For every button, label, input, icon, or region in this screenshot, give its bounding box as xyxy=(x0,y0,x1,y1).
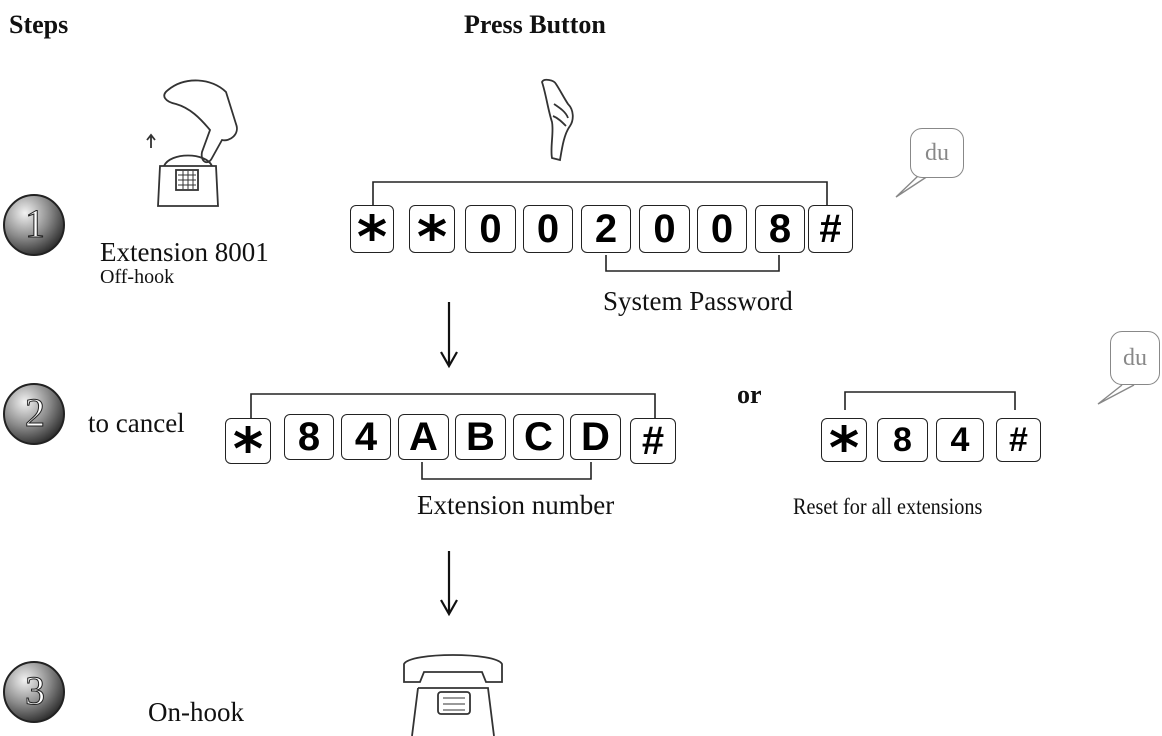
key-hash: # xyxy=(996,418,1041,462)
or-text: or xyxy=(737,380,762,409)
key-a: A xyxy=(398,414,449,460)
key-hash: # xyxy=(630,418,676,464)
key-d: D xyxy=(570,414,621,460)
hand-pointer-icon xyxy=(541,78,574,162)
step-3-circle-icon xyxy=(3,661,65,723)
key-0: 0 xyxy=(523,205,573,253)
steps-header: Steps xyxy=(9,10,69,39)
key-8: 8 xyxy=(755,205,805,253)
key-2: 2 xyxy=(581,205,631,253)
key-b: B xyxy=(455,414,506,460)
extension-number-label: Extension number xyxy=(417,490,615,520)
key-0: 0 xyxy=(465,205,516,253)
key-star: * xyxy=(225,418,271,478)
key-8: 8 xyxy=(284,414,334,460)
key-0: 0 xyxy=(697,205,747,253)
step-1-circle-icon xyxy=(3,194,65,256)
key-4: 4 xyxy=(341,414,391,460)
step-1-label: Extension 8001 xyxy=(100,237,269,267)
key-4: 4 xyxy=(936,418,984,462)
down-arrow-icon xyxy=(440,551,458,617)
speech-bubble-icon: du xyxy=(910,128,964,178)
step-3-label: On-hook xyxy=(148,697,244,727)
key-c: C xyxy=(513,414,564,460)
phone-onhook-icon xyxy=(403,654,503,736)
step-2-label: to cancel xyxy=(88,408,185,438)
key-star: * xyxy=(821,418,867,477)
step-2-circle-icon xyxy=(3,383,65,445)
step-3-number: 3 xyxy=(25,668,46,714)
step-1-number: 1 xyxy=(25,201,46,247)
key-0: 0 xyxy=(639,205,690,253)
key-8: 8 xyxy=(877,418,928,462)
step-1-sublabel: Off-hook xyxy=(100,266,175,288)
phone-offhook-icon xyxy=(146,79,238,207)
speech-bubble-icon: du xyxy=(1110,331,1160,385)
key-hash: # xyxy=(808,205,853,253)
key-star: * xyxy=(350,205,394,266)
key-star: * xyxy=(409,205,455,266)
press-button-header: Press Button xyxy=(464,10,606,39)
system-password-label: System Password xyxy=(603,286,793,316)
reset-all-label: Reset for all extensions xyxy=(793,494,983,519)
down-arrow-icon xyxy=(440,302,458,369)
step-2-number: 2 xyxy=(25,390,46,436)
